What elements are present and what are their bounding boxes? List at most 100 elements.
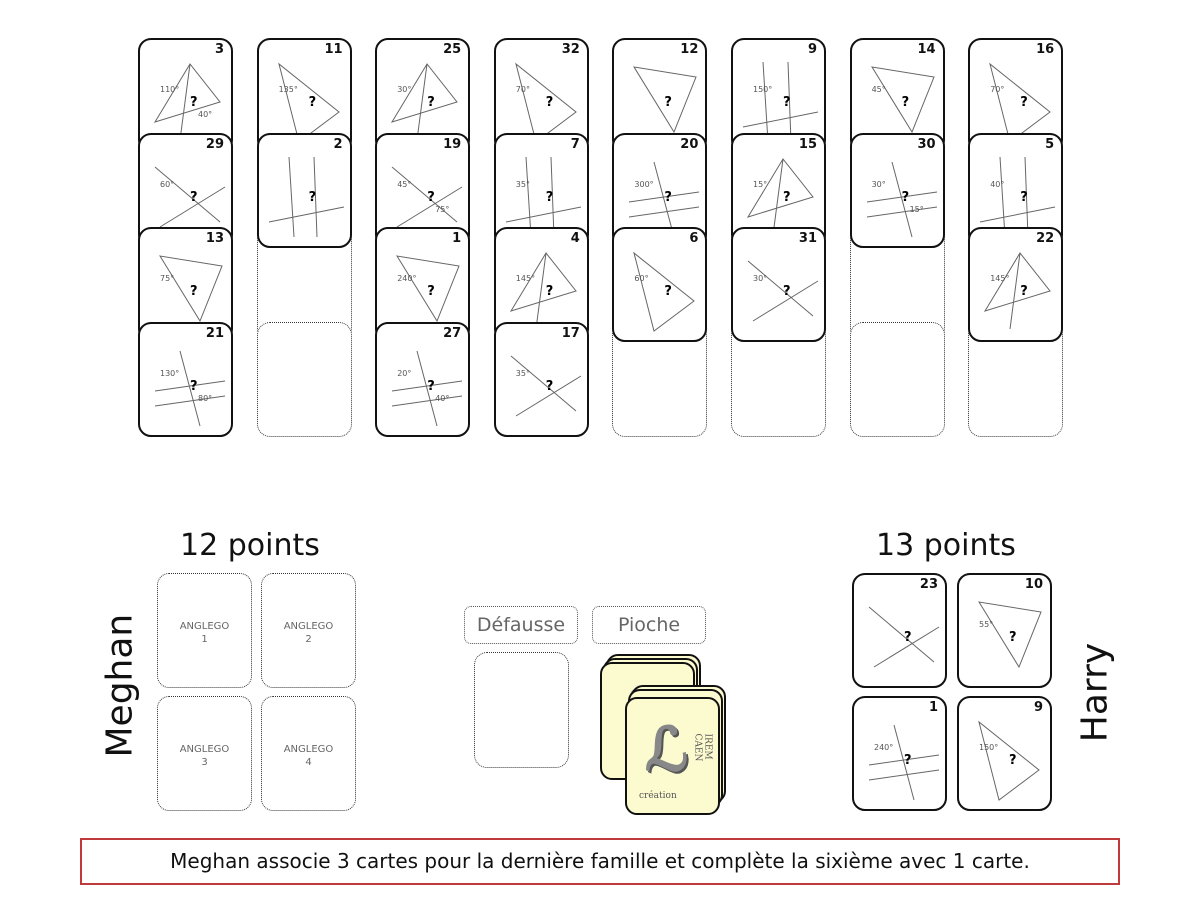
- card-number: 3: [214, 42, 224, 57]
- card-number: 25: [443, 42, 462, 57]
- discard-label: Défausse: [464, 606, 578, 644]
- angle-label: 45°: [871, 85, 886, 94]
- angle-label: 40°: [990, 179, 1005, 189]
- angle-figure: [391, 63, 459, 141]
- empty-slot[interactable]: [849, 321, 945, 437]
- angle-figure: [633, 251, 696, 332]
- angle-label: 40°: [435, 393, 450, 403]
- angle-figure: [268, 156, 344, 237]
- card-number: 16: [1036, 42, 1055, 57]
- meghan-slot-1[interactable]: ANGLEGO 1: [157, 573, 252, 688]
- unknown-angle-mark: ?: [664, 189, 672, 205]
- angle-figure: [509, 252, 577, 330]
- angle-figure: [868, 724, 940, 801]
- angle-figure: [396, 255, 460, 323]
- draw-label: Pioche: [592, 606, 706, 644]
- angle-label: 55°: [979, 620, 994, 629]
- discard-pile[interactable]: [474, 652, 569, 768]
- unknown-angle-mark: ?: [545, 189, 554, 205]
- unknown-angle-mark: ?: [664, 95, 672, 110]
- unknown-angle-mark: ?: [1020, 95, 1028, 110]
- unknown-angle-mark: ?: [783, 284, 791, 299]
- angle-label: 130°: [160, 368, 180, 378]
- card-number: 1: [452, 231, 462, 246]
- unknown-angle-mark: ?: [901, 189, 910, 205]
- angle-label: 60°: [634, 274, 649, 283]
- unknown-angle-mark: ?: [427, 284, 435, 299]
- angle-figure: [868, 606, 940, 668]
- angle-figure: [984, 252, 1052, 330]
- unknown-angle-mark: ?: [545, 95, 554, 110]
- unknown-angle-mark: ?: [190, 189, 198, 205]
- empty-slot[interactable]: [256, 321, 352, 437]
- player-name-harry: Harry: [1074, 642, 1116, 743]
- angle-figure: [154, 350, 226, 426]
- slot-number: 1: [201, 634, 208, 645]
- card-number: 29: [205, 136, 224, 152]
- unknown-angle-mark: ?: [427, 189, 435, 205]
- angle-label: 30°: [871, 179, 886, 189]
- angle-label: 45°: [397, 179, 412, 189]
- card-number: 32: [561, 42, 580, 57]
- angle-figure: [870, 66, 935, 134]
- logo-text: IREM CAEN: [692, 733, 713, 762]
- angle-label: 70°: [990, 85, 1005, 94]
- card-number: 1: [928, 700, 938, 715]
- unknown-angle-mark: ?: [308, 189, 317, 205]
- unknown-angle-mark: ?: [190, 284, 198, 299]
- angle-figure: [747, 260, 819, 322]
- unknown-angle-mark: ?: [308, 95, 317, 110]
- slot-number: 4: [305, 757, 312, 768]
- card-23[interactable]: 23?: [852, 573, 947, 688]
- card-number: 21: [205, 325, 224, 341]
- card-back-top[interactable]: ℒ IREM CAEN création: [625, 697, 720, 815]
- angle-label: 70°: [515, 85, 530, 94]
- unknown-angle-mark: ?: [427, 378, 435, 394]
- angle-label: 20°: [397, 368, 412, 378]
- angle-label: 240°: [397, 274, 417, 283]
- angle-label: 240°: [874, 743, 894, 752]
- angle-figure: [866, 161, 937, 237]
- angle-label: 30°: [397, 85, 412, 94]
- card-number: 5: [1045, 136, 1055, 152]
- card-number: 11: [324, 42, 343, 57]
- unknown-angle-mark: ?: [664, 284, 672, 299]
- unknown-angle-mark: ?: [190, 95, 198, 110]
- card-number: 13: [205, 231, 224, 246]
- unknown-angle-mark: ?: [1020, 284, 1028, 299]
- angle-figure: [514, 62, 577, 143]
- angle-figure: [392, 350, 463, 426]
- slot-title: ANGLEGO: [179, 621, 230, 632]
- player-name-meghan: Meghan: [99, 613, 141, 758]
- angle-figure: [633, 66, 698, 134]
- angle-figure: [510, 355, 582, 416]
- card-2[interactable]: 2?: [256, 132, 352, 248]
- angle-figure: [153, 63, 221, 141]
- unknown-angle-mark: ?: [783, 95, 791, 110]
- angle-label: 35°: [515, 179, 530, 189]
- unknown-angle-mark: ?: [545, 378, 554, 394]
- irem-logo: ℒ: [645, 715, 689, 785]
- unknown-angle-mark: ?: [901, 95, 910, 110]
- card-number: 23: [919, 577, 938, 592]
- card-number: 12: [680, 42, 699, 57]
- angle-figure: [391, 166, 463, 227]
- angle-figure: [980, 156, 1056, 237]
- card-number: 7: [570, 136, 580, 152]
- card-number: 22: [1036, 231, 1055, 246]
- angle-label: 35°: [515, 368, 530, 378]
- angle-figure: [746, 157, 814, 235]
